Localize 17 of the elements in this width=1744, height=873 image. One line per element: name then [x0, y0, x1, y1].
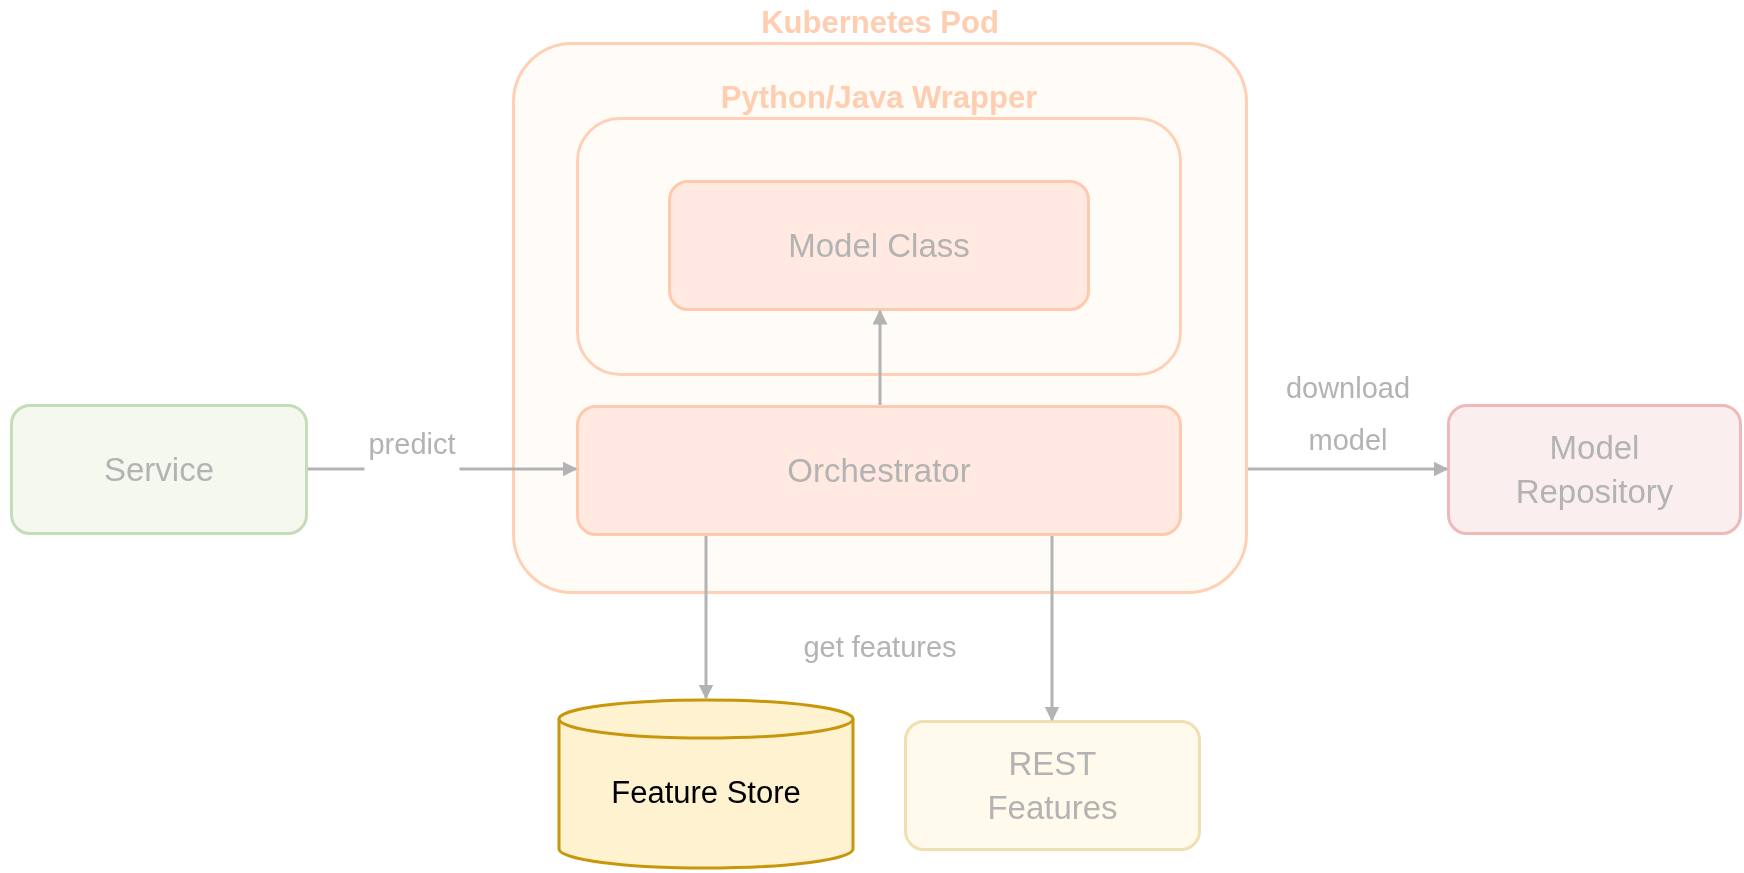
class-box: [668, 180, 1090, 311]
repository-box: [1447, 404, 1742, 535]
arrow: [1248, 461, 1449, 477]
service-box: [10, 404, 308, 535]
node-label: REST Features: [986, 743, 1119, 828]
node-label: Service: [102, 449, 215, 490]
arrow: [698, 536, 714, 700]
container-title: Python/Java Wrapper: [719, 80, 1039, 116]
container-title: Kubernetes Pod: [760, 5, 1000, 41]
node-label: Model Class: [787, 225, 971, 266]
node-label: Model Repository: [1514, 427, 1675, 512]
node-label: Orchestrator: [786, 450, 972, 491]
arrow: [872, 309, 888, 405]
features-box: [904, 720, 1201, 851]
node-label: Feature Store: [610, 773, 802, 812]
process-box: [576, 405, 1182, 536]
arrow: [1044, 536, 1060, 722]
